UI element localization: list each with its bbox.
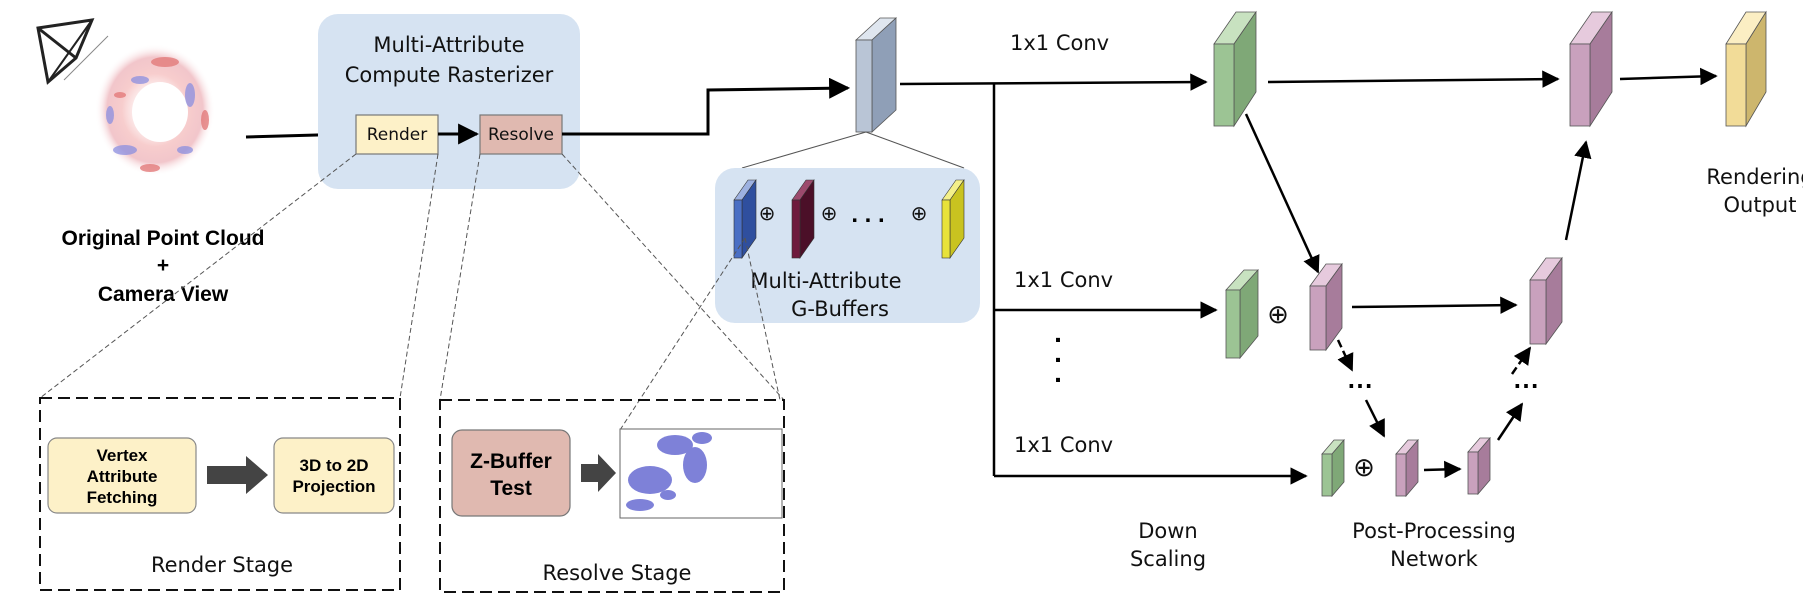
vertex-fetch-box xyxy=(47,437,197,514)
gbuffer-stack xyxy=(854,17,898,133)
resolve-box xyxy=(479,114,563,155)
resolve-box-label: Resolve xyxy=(488,125,554,145)
resolved-image xyxy=(619,428,783,519)
render-stage-frame xyxy=(39,397,401,591)
rendering-output-block xyxy=(1725,10,1767,128)
gbuffers-label-line2: G-Buffers xyxy=(791,297,889,321)
render-stage-arrow xyxy=(207,456,268,494)
arrow-down-mid-to-dots xyxy=(1336,339,1354,372)
op-mid: ⊕ xyxy=(1267,300,1289,330)
zoom-render-left xyxy=(39,153,357,399)
vertex-fetch-line1: Vertex xyxy=(96,446,148,465)
projection-box xyxy=(273,437,395,514)
feature-pink-bottom-right xyxy=(1467,436,1491,496)
gbuffers-panel xyxy=(715,168,980,323)
output-label-line2: Output xyxy=(1724,193,1797,217)
vdot-3: . xyxy=(1054,357,1062,388)
arrow-top-conv xyxy=(899,73,1208,91)
feature-green-top xyxy=(1213,10,1257,128)
projection-line2: Projection xyxy=(292,477,375,496)
zbuffer-box xyxy=(451,429,571,517)
zoom-resolve-left xyxy=(439,153,481,401)
input-label-plus: + xyxy=(157,254,169,277)
vdot-1: . xyxy=(1054,317,1062,348)
feature-pink-top xyxy=(1569,10,1613,128)
arrow-down-top-to-mid xyxy=(1244,113,1320,274)
gbuffer-op-2: ⊕ xyxy=(821,201,838,225)
gbuffer-op-3: ⊕ xyxy=(911,201,928,225)
gbuffer-yellow-slab xyxy=(941,179,965,259)
gbuffer-maroon-slab xyxy=(791,179,815,259)
zoom-resolve-right xyxy=(561,153,785,401)
zoom-render-right xyxy=(399,153,439,399)
render-stage-title: Render Stage xyxy=(151,553,293,577)
feature-pink-mid xyxy=(1309,262,1343,352)
vdot-2: . xyxy=(1054,337,1062,368)
arrow-bottom-to-dots xyxy=(1496,402,1524,441)
post-processing-line1: Post-Processing xyxy=(1352,519,1516,543)
arrow-dots-up xyxy=(1510,346,1532,375)
input-label-line1: Original Point Cloud xyxy=(62,227,265,250)
post-processing-line2: Network xyxy=(1390,547,1479,571)
feature-green-mid xyxy=(1225,268,1259,360)
down-scaling-line2: Scaling xyxy=(1130,547,1206,571)
zoom-line-right xyxy=(865,131,965,169)
feature-pink-bottom-left xyxy=(1395,438,1419,498)
conv-label-bottom: 1x1 Conv xyxy=(1014,433,1113,457)
gbuffers-label-line1: Multi-Attribute xyxy=(750,269,901,293)
resolve-stage-arrow xyxy=(581,454,616,492)
zoom-line-left xyxy=(741,131,867,169)
feature-green-bottom xyxy=(1321,438,1345,498)
render-box-label: Render xyxy=(367,125,428,145)
camera-icon xyxy=(36,18,109,85)
gbuffer-op-1: ⊕ xyxy=(759,201,776,225)
feature-pink-mid-right xyxy=(1529,256,1563,346)
projection-line1: 3D to 2D xyxy=(300,456,369,475)
resolve-stage-title: Resolve Stage xyxy=(543,561,692,585)
arrow-mid-pink-right xyxy=(1351,296,1518,314)
arrow-green-pink-top xyxy=(1267,70,1560,88)
point-cloud-image xyxy=(95,44,215,176)
zbuffer-line2: Test xyxy=(490,477,532,500)
conv-label-top: 1x1 Conv xyxy=(1010,31,1109,55)
arrow-bottom-pinks xyxy=(1423,460,1462,479)
output-label-line1: Rendering xyxy=(1706,165,1803,189)
zbuffer-line1: Z-Buffer xyxy=(470,450,552,473)
rasterizer-title-line2: Compute Rasterizer xyxy=(345,63,554,87)
down-scaling-line1: Down xyxy=(1138,519,1198,543)
vertex-fetch-line3: Fetching xyxy=(87,488,158,507)
arrow-up-to-top-pink xyxy=(1564,140,1592,241)
zoom-buffer-right xyxy=(744,237,781,401)
arrow-dots-to-bottom xyxy=(1364,399,1386,438)
resolve-stage-frame xyxy=(439,399,785,593)
arrow-pink-output xyxy=(1619,67,1718,86)
rasterizer-title-line1: Multi-Attribute xyxy=(373,33,524,57)
input-label-line3: Camera View xyxy=(98,283,229,306)
zoom-buffer-left xyxy=(619,237,746,431)
op-bottom: ⊕ xyxy=(1353,453,1375,483)
conv-label-mid: 1x1 Conv xyxy=(1014,268,1113,292)
render-box xyxy=(355,114,439,155)
arrow-resolve-gbuffer xyxy=(562,77,851,136)
vertex-fetch-line2: Attribute xyxy=(87,467,158,486)
dots-down: ⋯ xyxy=(1347,370,1373,400)
gbuffer-ellipsis: . . . xyxy=(851,201,884,228)
dots-up: ⋯ xyxy=(1513,370,1539,400)
